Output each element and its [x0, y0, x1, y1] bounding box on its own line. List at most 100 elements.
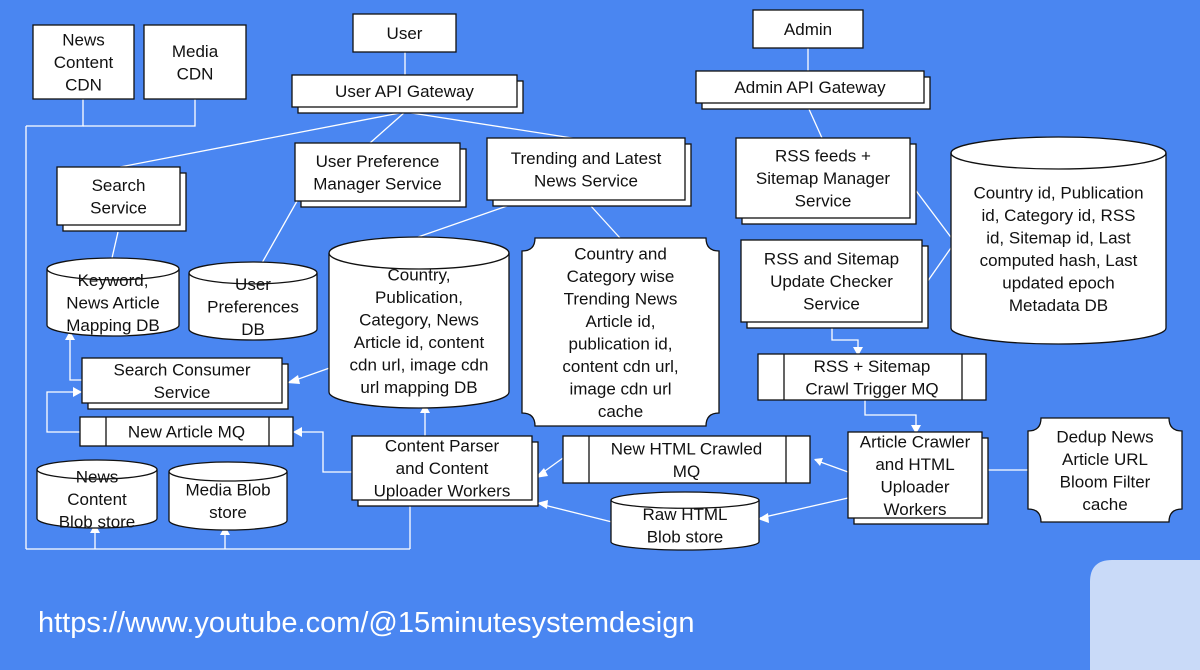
raw-html-blob-store-cylinder-rim	[610, 499, 760, 509]
rss-sitemap-crawl-trigger-mq-label-line: Crawl Trigger MQ	[805, 379, 938, 398]
metadata-db-label-line: id, Sitemap id, Last	[986, 228, 1131, 247]
keyword-news-article-mapping-db-label-line: News Article	[66, 293, 160, 312]
edge-mq-to-search-consumer	[46, 391, 80, 433]
metadata-db-label-line: Metadata DB	[1009, 296, 1108, 315]
new-html-crawled-mq-box	[562, 435, 811, 484]
trending-and-latest-news-service-label-line: News Service	[534, 171, 638, 190]
news-content-blob-store-label-line: Blob store	[59, 512, 136, 531]
news-content-blob-store-cylinder	[36, 459, 158, 529]
trending-and-latest-news-service-box	[486, 137, 686, 201]
rss-sitemap-update-checker-service-label-line: RSS and Sitemap	[764, 250, 899, 269]
metadata-db-cylinder	[950, 136, 1167, 345]
article-mapping-db-label-line: cdn url, image cdn	[350, 355, 489, 374]
arrowhead-crawler	[911, 425, 921, 434]
search-consumer-service-label-line: Service	[154, 383, 211, 402]
new-html-crawled-mq-label-line: New HTML Crawled	[611, 439, 762, 458]
arrowhead-search-consumer	[73, 387, 82, 397]
dedup-news-article-url-bloom-filter-cache-cache-shape	[1027, 417, 1183, 523]
media-blob-store-label-line: Media Blob	[185, 481, 270, 500]
metadata-db-label-line: computed hash, Last	[980, 251, 1138, 270]
edge-checker-to-trigger-mq	[831, 322, 859, 352]
search-consumer-service-label-line: Search Consumer	[113, 360, 250, 379]
admin-api-gateway-label-line: Admin API Gateway	[734, 78, 886, 97]
search-service-box	[56, 166, 181, 226]
new-html-crawled-mq-label-line: MQ	[673, 462, 700, 481]
footer-url: https://www.youtube.com/@15minutesystemd…	[38, 607, 695, 639]
article-mapping-db-label-line: Article id, content	[354, 333, 485, 352]
article-mapping-db: Country,Publication,Category, NewsArticl…	[328, 236, 510, 409]
keyword-news-article-mapping-db-cylinder	[46, 257, 180, 337]
edge-trigger-mq-to-crawler	[864, 400, 917, 430]
article-crawler-html-uploader-workers-label-line: Article Crawler	[860, 432, 971, 451]
arrowhead-raw-blob	[758, 513, 769, 523]
media-blob-store-label-line: store	[209, 503, 247, 522]
page-corner-shape	[1090, 560, 1200, 670]
media-cdn-label-line: Media	[172, 42, 219, 61]
admin-api-gateway-box	[695, 70, 925, 104]
arrowhead-new-article-mq	[293, 427, 302, 437]
admin-label-line: Admin	[784, 20, 832, 39]
rss-feeds-sitemap-manager-service-label-line: Sitemap Manager	[756, 169, 891, 188]
rss-sitemap-crawl-trigger-mq-box	[757, 353, 987, 401]
article-mapping-db-cylinder-rim	[328, 252, 510, 270]
trending-news-cache-label-line: image cdn url	[569, 379, 671, 398]
edge-raw-blob-to-parser	[539, 503, 613, 523]
content-parser-uploader-workers-label-line: and Content	[396, 459, 489, 478]
article-mapping-db-cylinder	[328, 236, 510, 409]
edge-gateway-to-trending	[404, 111, 586, 141]
admin: Admin	[752, 9, 864, 49]
trending-and-latest-news-service-label-line: Trending and Latest	[511, 149, 662, 168]
news-content-blob-store-label-line: News	[76, 467, 119, 486]
edge-media-cdn-to-bus	[83, 99, 196, 127]
article-mapping-db-label-line: Country,	[388, 265, 451, 284]
media-blob-store-cylinder-rim	[168, 471, 288, 482]
user-preferences-db-label-line: Preferences	[207, 297, 299, 316]
trending-news-cache-cache-shape	[521, 237, 720, 427]
news-content-cdn-label-line: News	[62, 31, 105, 50]
new-article-mq: New Article MQ	[79, 416, 294, 447]
article-mapping-db-label-line: url mapping DB	[360, 378, 477, 397]
news-content-blob-store-cylinder-rim	[36, 469, 158, 480]
arrowhead-parser-from-blob	[537, 500, 548, 509]
keyword-news-article-mapping-db-label-line: Keyword,	[78, 271, 149, 290]
arrowhead-keyword-db	[65, 331, 75, 340]
trending-news-cache-label-line: publication id,	[569, 334, 673, 353]
user-box	[352, 13, 457, 53]
edge-admin-gateway-to-rss	[807, 106, 823, 139]
article-crawler-html-uploader-workers-label-line: Uploader	[881, 477, 950, 496]
metadata-db-cylinder-rim	[950, 152, 1167, 170]
user-preferences-db-cylinder-rim	[188, 272, 318, 285]
article-mapping-db-label-line: Publication,	[375, 288, 463, 307]
arrowhead-trigger-mq	[853, 347, 863, 356]
raw-html-blob-store-label-line: Blob store	[647, 527, 724, 546]
user-preference-manager-service-box	[294, 142, 461, 202]
user-api-gateway-label-line: User API Gateway	[335, 82, 474, 101]
keyword-news-article-mapping-db-cylinder-rim	[46, 268, 180, 281]
media-blob-store-cylinder	[168, 461, 288, 531]
dedup-news-article-url-bloom-filter-cache-label-line: Bloom Filter	[1060, 472, 1151, 491]
metadata-db-label-line: updated epoch	[1002, 273, 1115, 292]
news-content-cdn-label-line: Content	[54, 53, 114, 72]
user-label-line: User	[387, 24, 423, 43]
user-api-gateway-box	[291, 74, 518, 108]
arrowhead-html-mq	[814, 458, 823, 466]
new-article-mq-label-line: New Article MQ	[128, 423, 245, 442]
user-preferences-db-label-line: DB	[241, 320, 265, 339]
metadata-db-label-line: Country id, Publication	[973, 183, 1143, 202]
user-preference-manager-service-label-line: User Preference	[316, 152, 440, 171]
rss-sitemap-update-checker-service-label-line: Update Checker	[770, 272, 893, 291]
dedup-news-article-url-bloom-filter-cache-label-line: cache	[1082, 495, 1127, 514]
dedup-news-article-url-bloom-filter-cache-label-line: Article URL	[1062, 450, 1148, 469]
